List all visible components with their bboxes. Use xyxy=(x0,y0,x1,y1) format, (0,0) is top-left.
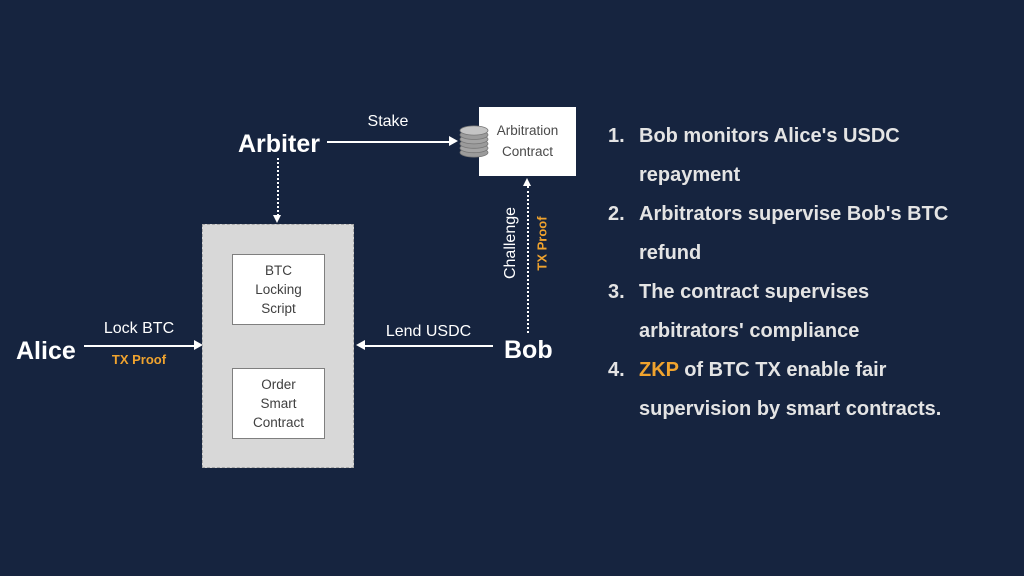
order-smart-contract-box: Order Smart Contract xyxy=(232,368,325,439)
note-line: Arbitrators supervise Bob's BTC xyxy=(639,203,949,225)
stake-arrow-label: Stake xyxy=(367,113,409,130)
note-text: Bob monitors Alice's USDC repayment xyxy=(639,117,1000,195)
note-line: arbitrators' compliance xyxy=(639,320,860,342)
note-number: 3. xyxy=(608,281,625,303)
note-number: 2. xyxy=(608,203,625,225)
lock-btc-arrow-label: Lock BTC xyxy=(103,320,175,337)
lend-usdc-arrow-line xyxy=(364,345,493,347)
note-number: 1. xyxy=(608,125,625,147)
note-line: The contract supervises xyxy=(639,281,870,303)
note-text: The contract supervises arbitrators' comp… xyxy=(639,273,1000,351)
note-item-2: 2. Arbitrators supervise Bob's BTC refund xyxy=(608,195,1000,273)
note-text: ZKP of BTC TX enable fair supervision by … xyxy=(639,351,1000,429)
lend-usdc-arrowhead-icon xyxy=(356,340,365,350)
note-item-4: 4. ZKP of BTC TX enable fair supervision … xyxy=(608,351,1000,429)
stake-arrowhead-icon xyxy=(449,136,458,146)
challenge-arrowhead-icon xyxy=(523,178,531,186)
btc-locking-script-line1: BTC xyxy=(265,262,292,278)
order-smart-contract-line2: Smart xyxy=(260,395,297,411)
note-line: Bob monitors Alice's USDC xyxy=(639,125,900,147)
note-line: refund xyxy=(639,242,702,264)
arbitration-contract-line1: Arbitration xyxy=(496,123,559,139)
note-text: Arbitrators supervise Bob's BTC refund xyxy=(639,195,1000,273)
note-number: 4. xyxy=(608,359,625,381)
zkp-highlight: ZKP xyxy=(639,359,679,381)
lock-btc-arrowhead-icon xyxy=(194,340,203,350)
btc-locking-script-line3: Script xyxy=(261,301,296,317)
challenge-dotted-line xyxy=(527,186,529,333)
actor-bob-label: Bob xyxy=(504,336,553,364)
arbiter-supervision-arrowhead-icon xyxy=(273,215,281,223)
order-smart-contract-line3: Contract xyxy=(252,415,305,431)
note-line: supervision by smart contracts. xyxy=(639,398,942,420)
challenge-arrow-label: Challenge xyxy=(502,206,519,280)
note-line: repayment xyxy=(639,164,741,186)
actor-arbiter-label: Arbiter xyxy=(238,130,320,158)
arbitration-contract-line2: Contract xyxy=(501,143,554,159)
lock-btc-tx-proof-label: TX Proof xyxy=(111,352,167,367)
notes-list: 1. Bob monitors Alice's USDC repayment 2.… xyxy=(608,117,1000,429)
coin-stack-icon xyxy=(459,125,489,158)
challenge-tx-proof-label: TX Proof xyxy=(534,216,550,271)
arbiter-supervision-dotted-line xyxy=(277,158,279,216)
lock-btc-arrow-line xyxy=(84,345,194,347)
arbitration-contract-box: Arbitration Contract xyxy=(479,107,576,176)
note-line: of BTC TX enable fair xyxy=(678,359,887,381)
btc-locking-script-box: BTC Locking Script xyxy=(232,254,325,325)
actor-alice-label: Alice xyxy=(16,337,76,365)
note-item-3: 3. The contract supervises arbitrators' c… xyxy=(608,273,1000,351)
lend-usdc-arrow-label: Lend USDC xyxy=(385,323,472,340)
note-item-1: 1. Bob monitors Alice's USDC repayment xyxy=(608,117,1000,195)
stake-arrow-line xyxy=(327,141,449,143)
btc-locking-script-line2: Locking xyxy=(255,281,302,297)
order-smart-contract-line1: Order xyxy=(261,376,296,392)
